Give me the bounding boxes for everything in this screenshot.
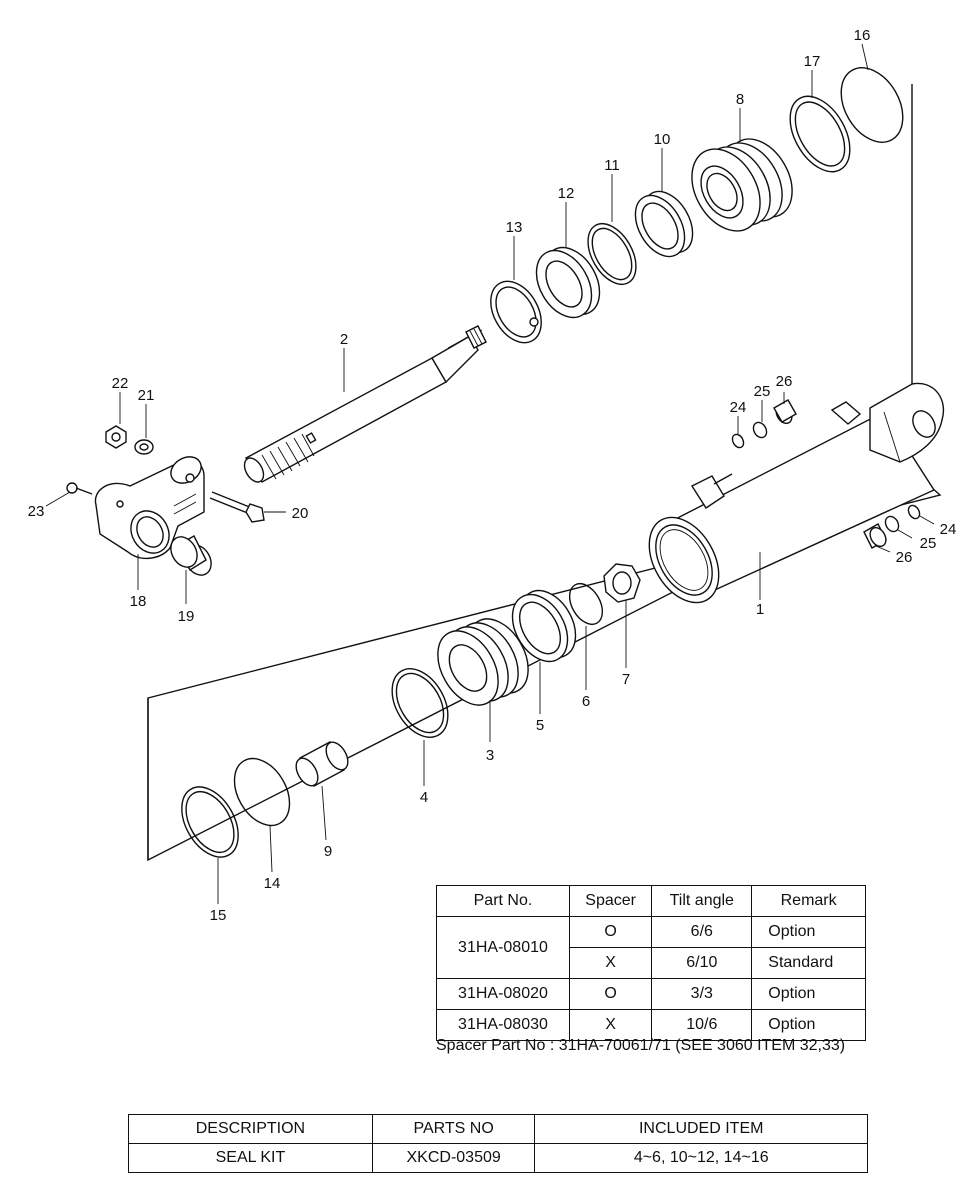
cell-spacer: X: [568, 1009, 653, 1041]
header-part-no: Part No.: [436, 885, 570, 917]
nut-22: [105, 425, 127, 449]
cell-tilt: 6/6: [651, 916, 753, 948]
callout-21: 21: [138, 387, 155, 404]
callout-20: 20: [292, 505, 309, 522]
callout-15: 15: [210, 907, 227, 924]
callout-23: 23: [28, 503, 45, 520]
o-ring-16: [840, 67, 904, 143]
cell-tilt: 10/6: [651, 1009, 753, 1041]
callout-19: 19: [178, 608, 195, 625]
callout-16: 16: [854, 27, 871, 44]
callout-5: 5: [536, 717, 544, 734]
callout-11: 11: [604, 157, 620, 174]
cell-parts-no: XKCD-03509: [371, 1143, 536, 1173]
piston-seal-4: [391, 668, 449, 738]
callout-9: 9: [324, 843, 332, 860]
cylinder-tube-1: [648, 382, 945, 604]
callout-14: 14: [264, 875, 281, 892]
lock-nut-7: [603, 563, 641, 603]
callout-3: 3: [486, 747, 494, 764]
cell-included-item: 4~6, 10~12, 14~16: [534, 1143, 868, 1173]
seal-kit-table: DESCRIPTION PARTS NO INCLUDED ITEM SEAL …: [128, 1114, 868, 1173]
header-description: DESCRIPTION: [128, 1114, 373, 1144]
table-row: 31HA-08010 O 6/6 Option: [436, 916, 866, 979]
callout-26-upper: 26: [776, 373, 793, 390]
bushing-19: [170, 535, 212, 576]
callout-13: 13: [506, 219, 523, 236]
table-row: SEAL KIT XKCD-03509 4~6, 10~12, 14~16: [128, 1143, 868, 1173]
spec-table: Part No. Spacer Tilt angle Remark 31HA-0…: [436, 885, 866, 1041]
cell-tilt: 3/3: [651, 978, 753, 1010]
callout-10: 10: [654, 131, 671, 148]
spacer-9: [295, 741, 349, 787]
rod-seal-10: [634, 190, 694, 258]
bolt-20: [209, 491, 265, 523]
callout-25-lower: 25: [920, 535, 937, 552]
wear-ring-5: [511, 589, 577, 663]
piston-3: [437, 618, 529, 706]
backup-ring-17: [789, 95, 851, 173]
header-included-item: INCLUDED ITEM: [534, 1114, 868, 1144]
cell-remark: Option: [751, 916, 866, 948]
callout-24-lower: 24: [940, 521, 957, 538]
rod-eye-18: [94, 456, 205, 559]
callout-24-upper: 24: [730, 399, 747, 416]
callout-2: 2: [340, 331, 348, 348]
callout-26-lower: 26: [896, 549, 913, 566]
cell-description: SEAL KIT: [128, 1143, 373, 1173]
port-fittings-upper: [731, 399, 797, 449]
callout-22: 22: [112, 375, 129, 392]
kit-table-header: DESCRIPTION PARTS NO INCLUDED ITEM: [128, 1114, 868, 1144]
gland-8: [691, 138, 793, 232]
cell-remark: Standard: [751, 947, 866, 979]
port-fittings-lower: [863, 504, 921, 549]
snap-ring-13: [490, 280, 542, 344]
leader-lines: [45, 43, 935, 904]
table-row: 31HA-08030 X 10/6 Option: [436, 1009, 866, 1041]
header-remark: Remark: [751, 885, 866, 917]
header-spacer: Spacer: [568, 885, 653, 917]
spec-table-header: Part No. Spacer Tilt angle Remark: [436, 885, 866, 917]
o-ring-6: [568, 583, 604, 625]
callout-8: 8: [736, 91, 744, 108]
callout-12: 12: [558, 185, 575, 202]
grease-nipple-23: [66, 482, 93, 495]
callout-25-upper: 25: [754, 383, 771, 400]
header-parts-no: PARTS NO: [371, 1114, 536, 1144]
backup-ring-11: [587, 223, 637, 285]
dust-wiper-12: [535, 246, 601, 319]
callout-18: 18: [130, 593, 147, 610]
callout-7: 7: [622, 671, 630, 688]
callout-6: 6: [582, 693, 590, 710]
table-row: X 6/10 Standard: [437, 947, 866, 979]
cell-part-no: 31HA-08030: [436, 1009, 570, 1041]
cell-remark: Option: [751, 978, 866, 1010]
table-row: 31HA-08020 O 3/3 Option: [436, 978, 866, 1010]
cell-tilt: 6/10: [651, 947, 753, 979]
callout-17: 17: [804, 53, 821, 70]
piston-rod-2: [243, 325, 487, 483]
cell-spacer: O: [568, 916, 653, 948]
callout-4: 4: [420, 789, 428, 806]
backup-ring-15: [181, 786, 239, 858]
o-ring-14: [233, 757, 291, 827]
cell-part-no: 31HA-08010: [436, 916, 570, 979]
cell-spacer: X: [568, 947, 653, 979]
header-tilt-angle: Tilt angle: [651, 885, 753, 917]
cell-part-no: 31HA-08020: [436, 978, 570, 1010]
cell-spacer: O: [568, 978, 653, 1010]
cell-remark: Option: [751, 1009, 866, 1041]
washer-21: [134, 439, 154, 455]
spacer-note: Spacer Part No : 31HA-70061/71 (SEE 3060…: [436, 1037, 846, 1054]
callout-1: 1: [756, 601, 764, 618]
